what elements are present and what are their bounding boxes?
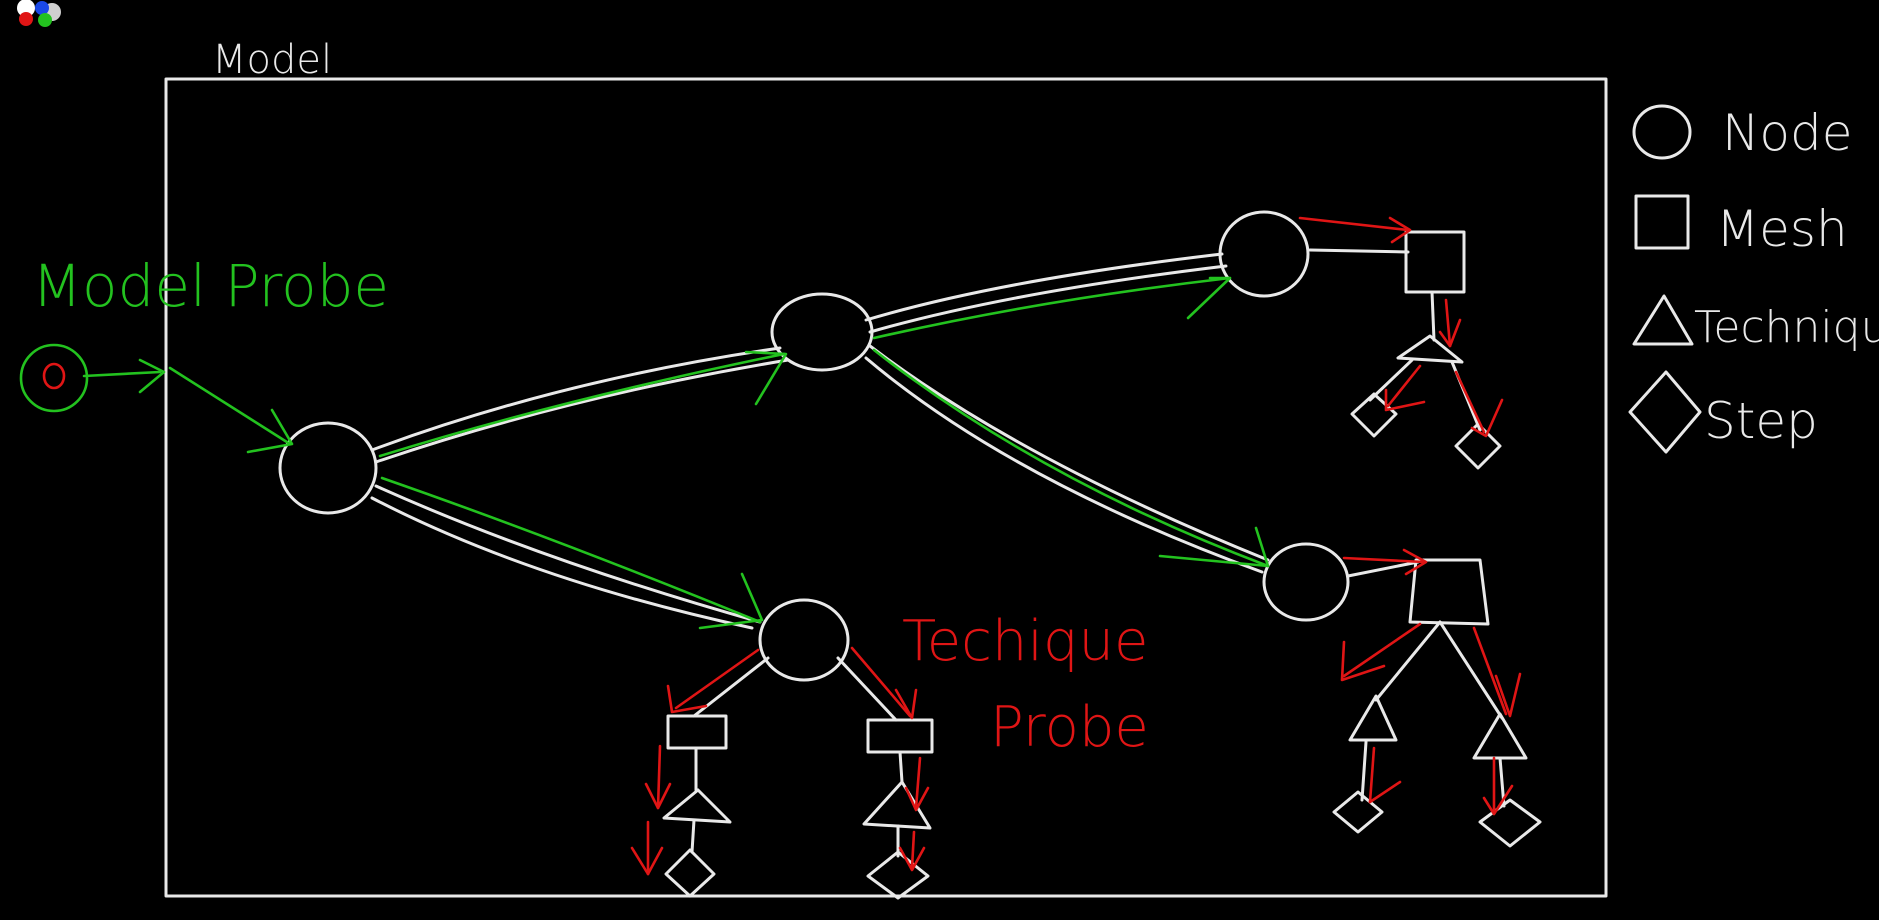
legend-item-technique: Technique bbox=[1632, 294, 1879, 353]
subtree-bottom bbox=[662, 656, 934, 900]
node-root bbox=[278, 421, 378, 515]
color-palette-icon[interactable] bbox=[17, 0, 61, 27]
legend: Node Mesh Technique Step bbox=[1628, 104, 1879, 454]
technique-triangle-icon bbox=[662, 788, 732, 824]
model-probe-path bbox=[19, 276, 1270, 630]
mesh-square-icon bbox=[1404, 230, 1466, 294]
node-mid bbox=[770, 292, 874, 372]
step-diamond-icon bbox=[1350, 392, 1398, 438]
model-frame-title: Model bbox=[212, 37, 332, 83]
subtree-top-right bbox=[1308, 230, 1502, 470]
technique-triangle-icon bbox=[1396, 334, 1464, 364]
step-diamond-icon bbox=[1478, 798, 1542, 848]
technique-probe-label-line1: Techique bbox=[902, 609, 1148, 674]
legend-item-step: Step bbox=[1628, 370, 1818, 454]
step-diamond-icon bbox=[1454, 422, 1502, 470]
model-probe-label: Model Probe bbox=[32, 252, 389, 320]
legend-label-node: Node bbox=[1722, 104, 1853, 162]
technique-probe-label-line2: Probe bbox=[990, 695, 1149, 760]
node-top-right bbox=[1218, 210, 1310, 298]
technique-triangle-icon bbox=[1472, 712, 1528, 760]
legend-label-step: Step bbox=[1704, 392, 1818, 450]
circle-icon bbox=[1632, 104, 1692, 160]
node-bottom bbox=[758, 598, 850, 682]
subtree-lower-right bbox=[1332, 558, 1542, 848]
square-icon bbox=[1634, 194, 1690, 250]
technique-triangle-icon bbox=[1348, 694, 1398, 742]
legend-label-mesh: Mesh bbox=[1716, 200, 1848, 258]
model-frame bbox=[164, 77, 1608, 898]
mesh-square-icon bbox=[666, 714, 728, 750]
node-lower-right bbox=[1262, 542, 1350, 622]
technique-probe-arrows bbox=[630, 216, 1522, 876]
legend-label-technique: Technique bbox=[1694, 302, 1879, 353]
step-diamond-icon bbox=[866, 850, 930, 900]
legend-item-mesh: Mesh bbox=[1634, 194, 1848, 258]
mesh-square-icon bbox=[866, 718, 934, 754]
hierarchy-edges bbox=[370, 252, 1270, 630]
model-probe-icon bbox=[19, 343, 89, 413]
legend-item-node: Node bbox=[1632, 104, 1853, 162]
step-diamond-icon bbox=[664, 848, 716, 898]
triangle-icon bbox=[1632, 294, 1694, 346]
step-diamond-icon bbox=[1332, 790, 1384, 834]
mesh-square-icon bbox=[1408, 558, 1490, 626]
diamond-icon bbox=[1628, 370, 1702, 454]
